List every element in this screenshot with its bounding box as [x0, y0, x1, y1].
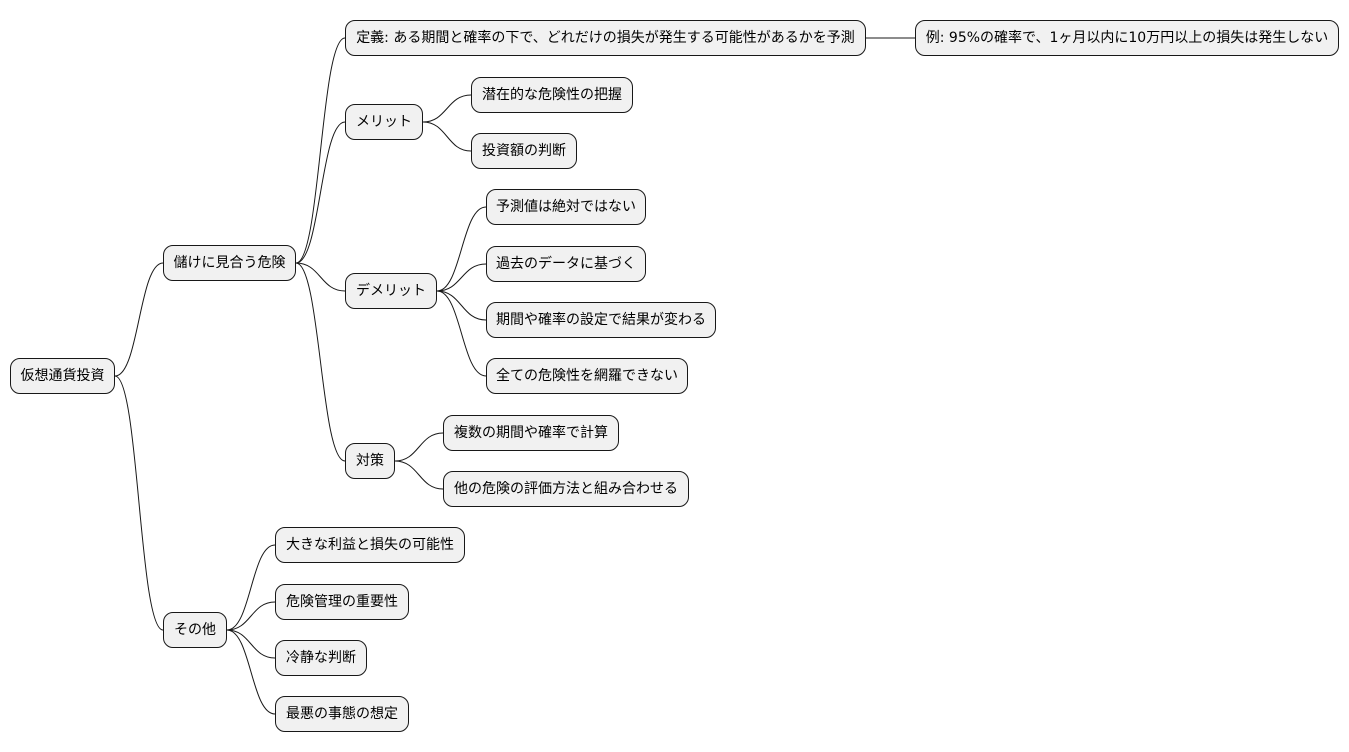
connector-line [295, 121, 346, 264]
node-demerit-item: 期間や確率の設定で結果が変わる [486, 302, 716, 338]
node-measures: 対策 [345, 443, 395, 479]
connector-line [436, 290, 487, 377]
connector-line [436, 263, 487, 292]
connector-line [226, 629, 276, 659]
node-merit-item: 潜在的な危険性の把握 [471, 77, 633, 113]
connector-line [226, 629, 276, 715]
connector-line [114, 375, 164, 631]
node-definition: 定義: ある期間と確率の下で、どれだけの損失が発生する可能性があるかを予測 [345, 20, 866, 56]
connector-line [394, 460, 444, 490]
node-other-item: 危険管理の重要性 [275, 584, 409, 620]
connector-line [295, 37, 346, 264]
node-demerit-item: 過去のデータに基づく [486, 246, 646, 282]
node-other-item: 最悪の事態の想定 [275, 696, 409, 732]
node-root: 仮想通貨投資 [10, 358, 115, 394]
connector-line [226, 544, 276, 631]
node-risk: 儲けに見合う危険 [163, 245, 296, 281]
connector-line [295, 262, 346, 462]
connector-line [114, 262, 164, 377]
node-demerit: デメリット [345, 273, 437, 309]
node-merit: メリット [345, 104, 423, 140]
node-merit-item: 投資額の判断 [471, 133, 577, 169]
connector-line [422, 121, 472, 152]
node-example: 例: 95%の確率で、1ヶ月以内に10万円以上の損失は発生しない [915, 20, 1339, 56]
node-measures-item: 複数の期間や確率で計算 [443, 415, 619, 451]
node-other: その他 [163, 612, 227, 648]
node-other-item: 冷静な判断 [275, 640, 367, 676]
node-measures-item: 他の危険の評価方法と組み合わせる [443, 471, 689, 507]
node-other-item: 大きな利益と損失の可能性 [275, 527, 465, 563]
node-demerit-item: 予測値は絶対ではない [486, 189, 646, 225]
node-demerit-item: 全ての危険性を網羅できない [486, 358, 688, 394]
connector-line [422, 94, 472, 123]
connector-line [226, 601, 276, 631]
connector-line [295, 262, 346, 292]
connector-line [394, 432, 444, 462]
connector-line [436, 206, 487, 292]
connector-line [436, 290, 487, 321]
